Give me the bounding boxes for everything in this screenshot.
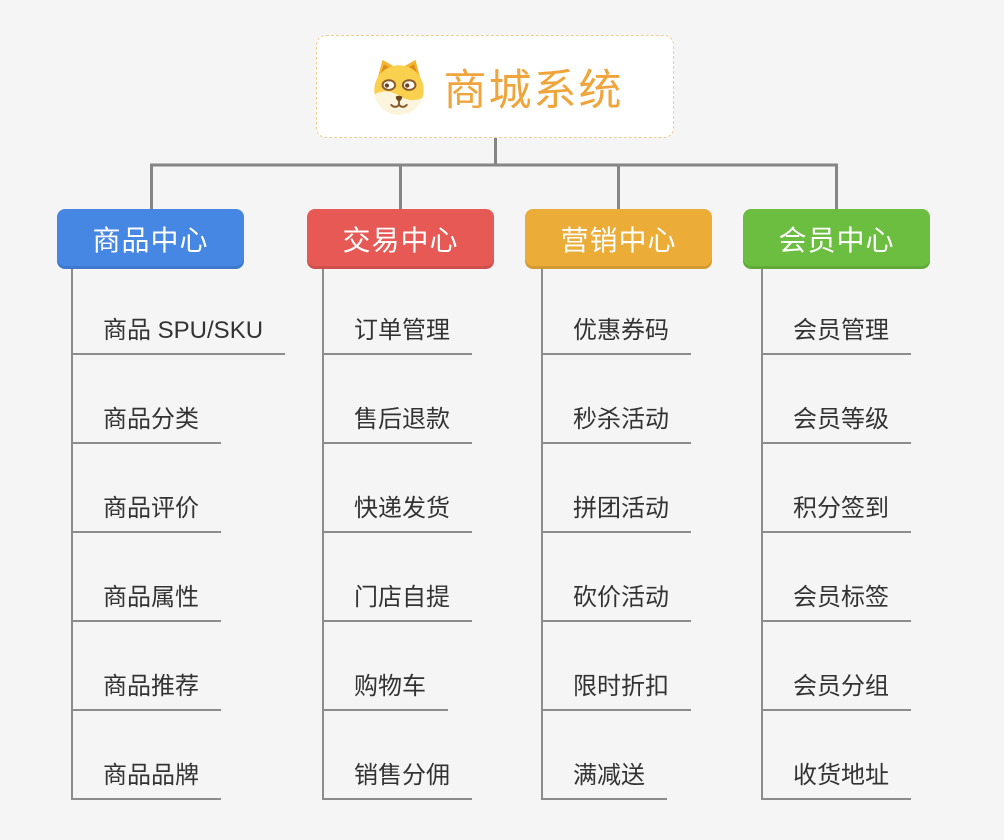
leaf-node[interactable]: 商品 SPU/SKU — [71, 316, 286, 355]
leaf-node[interactable]: 会员管理 — [761, 316, 911, 355]
leaf-node[interactable]: 积分签到 — [761, 494, 911, 533]
leaf-node[interactable]: 商品品牌 — [71, 761, 221, 800]
root-title: 商城系统 — [443, 66, 624, 115]
branch-label: 会员中心 — [778, 225, 895, 256]
branch-label: 营销中心 — [560, 225, 677, 256]
leaf-node[interactable]: 秒杀活动 — [541, 405, 691, 444]
leaf-node[interactable]: 订单管理 — [322, 316, 472, 355]
column-line — [71, 269, 73, 800]
branch-node-trade-center[interactable]: 交易中心 — [307, 209, 494, 269]
column-line — [322, 269, 324, 800]
column-line — [761, 269, 763, 800]
leaf-node[interactable]: 会员等级 — [761, 405, 911, 444]
branch-node-product-center[interactable]: 商品中心 — [57, 209, 244, 269]
leaf-node[interactable]: 商品属性 — [71, 583, 221, 622]
leaf-node[interactable]: 拼团活动 — [541, 494, 691, 533]
leaf-node[interactable]: 收货地址 — [761, 761, 911, 800]
leaf-node[interactable]: 限时折扣 — [541, 672, 691, 711]
leaf-node[interactable]: 会员标签 — [761, 583, 911, 622]
leaf-node[interactable]: 砍价活动 — [541, 583, 691, 622]
branch-label: 商品中心 — [92, 225, 209, 256]
leaf-node[interactable]: 售后退款 — [322, 405, 472, 444]
leaf-node[interactable]: 购物车 — [322, 672, 448, 711]
leaf-node[interactable]: 销售分佣 — [322, 761, 472, 800]
branch-rail-line — [150, 163, 838, 210]
leaf-node[interactable]: 商品分类 — [71, 405, 221, 444]
branch-node-member-center[interactable]: 会员中心 — [743, 209, 930, 269]
leaf-node[interactable]: 门店自提 — [322, 583, 472, 622]
branch-node-marketing-center[interactable]: 营销中心 — [525, 209, 712, 269]
leaf-node[interactable]: 商品评价 — [71, 494, 221, 533]
leaf-node[interactable]: 优惠券码 — [541, 316, 691, 355]
leaf-node[interactable]: 商品推荐 — [71, 672, 221, 711]
leaf-node[interactable]: 快递发货 — [322, 494, 472, 533]
branch-label: 交易中心 — [342, 225, 459, 256]
leaf-node[interactable]: 会员分组 — [761, 672, 911, 711]
dog-face-icon — [373, 59, 424, 115]
leaf-node[interactable]: 满减送 — [541, 761, 667, 800]
root-node[interactable]: 商城系统 — [316, 35, 674, 138]
column-line — [541, 269, 543, 800]
